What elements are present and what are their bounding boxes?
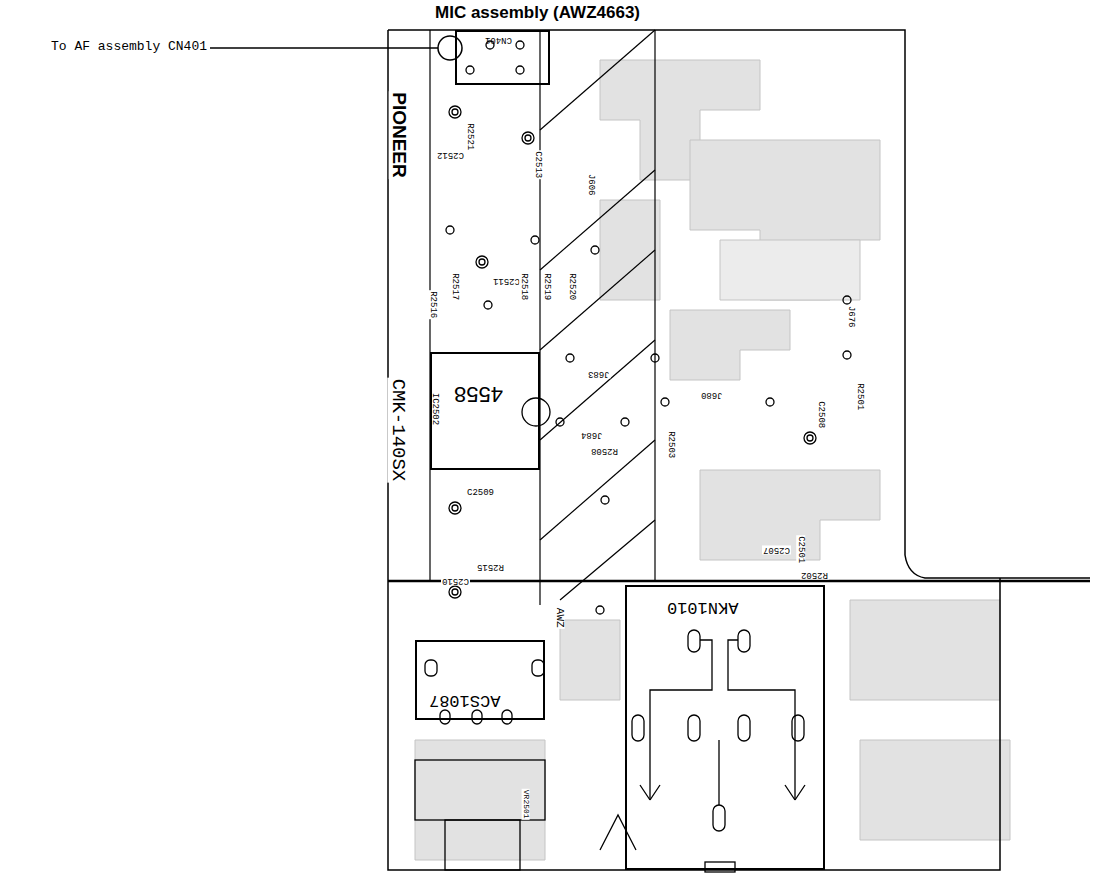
diagram-title: MIC assembly (AWZ4663): [435, 4, 640, 23]
silkscreen-label: C2507: [762, 545, 791, 554]
component-outline: AKN1010: [625, 585, 825, 870]
silkscreen-label: R2519: [542, 272, 551, 301]
ref-designator: IC2502: [429, 393, 439, 425]
connector-outline: CN401: [455, 30, 550, 85]
silkscreen-label: VR2501: [521, 789, 529, 820]
silkscreen-label: R2521: [465, 122, 474, 151]
silkscreen-label: AWZ: [553, 607, 565, 629]
brand-mark: PIONEER: [389, 91, 409, 179]
silkscreen-label: J606: [585, 173, 594, 197]
silkscreen-label: C2501: [796, 535, 805, 564]
silkscreen-label: R2501: [855, 382, 864, 411]
silkscreen-label: J683: [587, 369, 611, 378]
silkscreen-label: R2518: [519, 272, 528, 301]
silkscreen-label: R2503: [666, 430, 675, 459]
part-label: 4558: [454, 382, 503, 406]
silkscreen-label: J676: [845, 305, 854, 329]
silkscreen-label: J684: [580, 430, 604, 439]
silkscreen-label: C2512: [436, 150, 465, 159]
silkscreen-label: R2508: [590, 446, 619, 455]
part-label: CN401: [485, 34, 512, 44]
silkscreen-label: J680: [700, 390, 724, 399]
silkscreen-label: R2516: [428, 290, 437, 319]
component-outline: ACS1087: [415, 640, 545, 720]
ic-outline: 4558 IC2502: [430, 352, 540, 470]
leader-label: To AF assembly CN401: [50, 40, 208, 54]
silkscreen-label: R2517: [450, 272, 459, 301]
silkscreen-label: C2510: [441, 576, 470, 585]
part-label: AKN1010: [667, 597, 738, 616]
silkscreen-label: C2511: [492, 276, 521, 285]
silkscreen-label: C2508: [816, 400, 825, 429]
silkscreen-label: R2520: [567, 272, 576, 301]
silkscreen-label: R2502: [800, 570, 829, 579]
board-number: CMK-140SX: [387, 378, 407, 483]
silkscreen-label: R2515: [476, 562, 505, 571]
part-label: ACS1087: [429, 690, 500, 709]
silkscreen-label: C2513: [533, 150, 542, 179]
silkscreen-label: C2509: [466, 489, 495, 498]
